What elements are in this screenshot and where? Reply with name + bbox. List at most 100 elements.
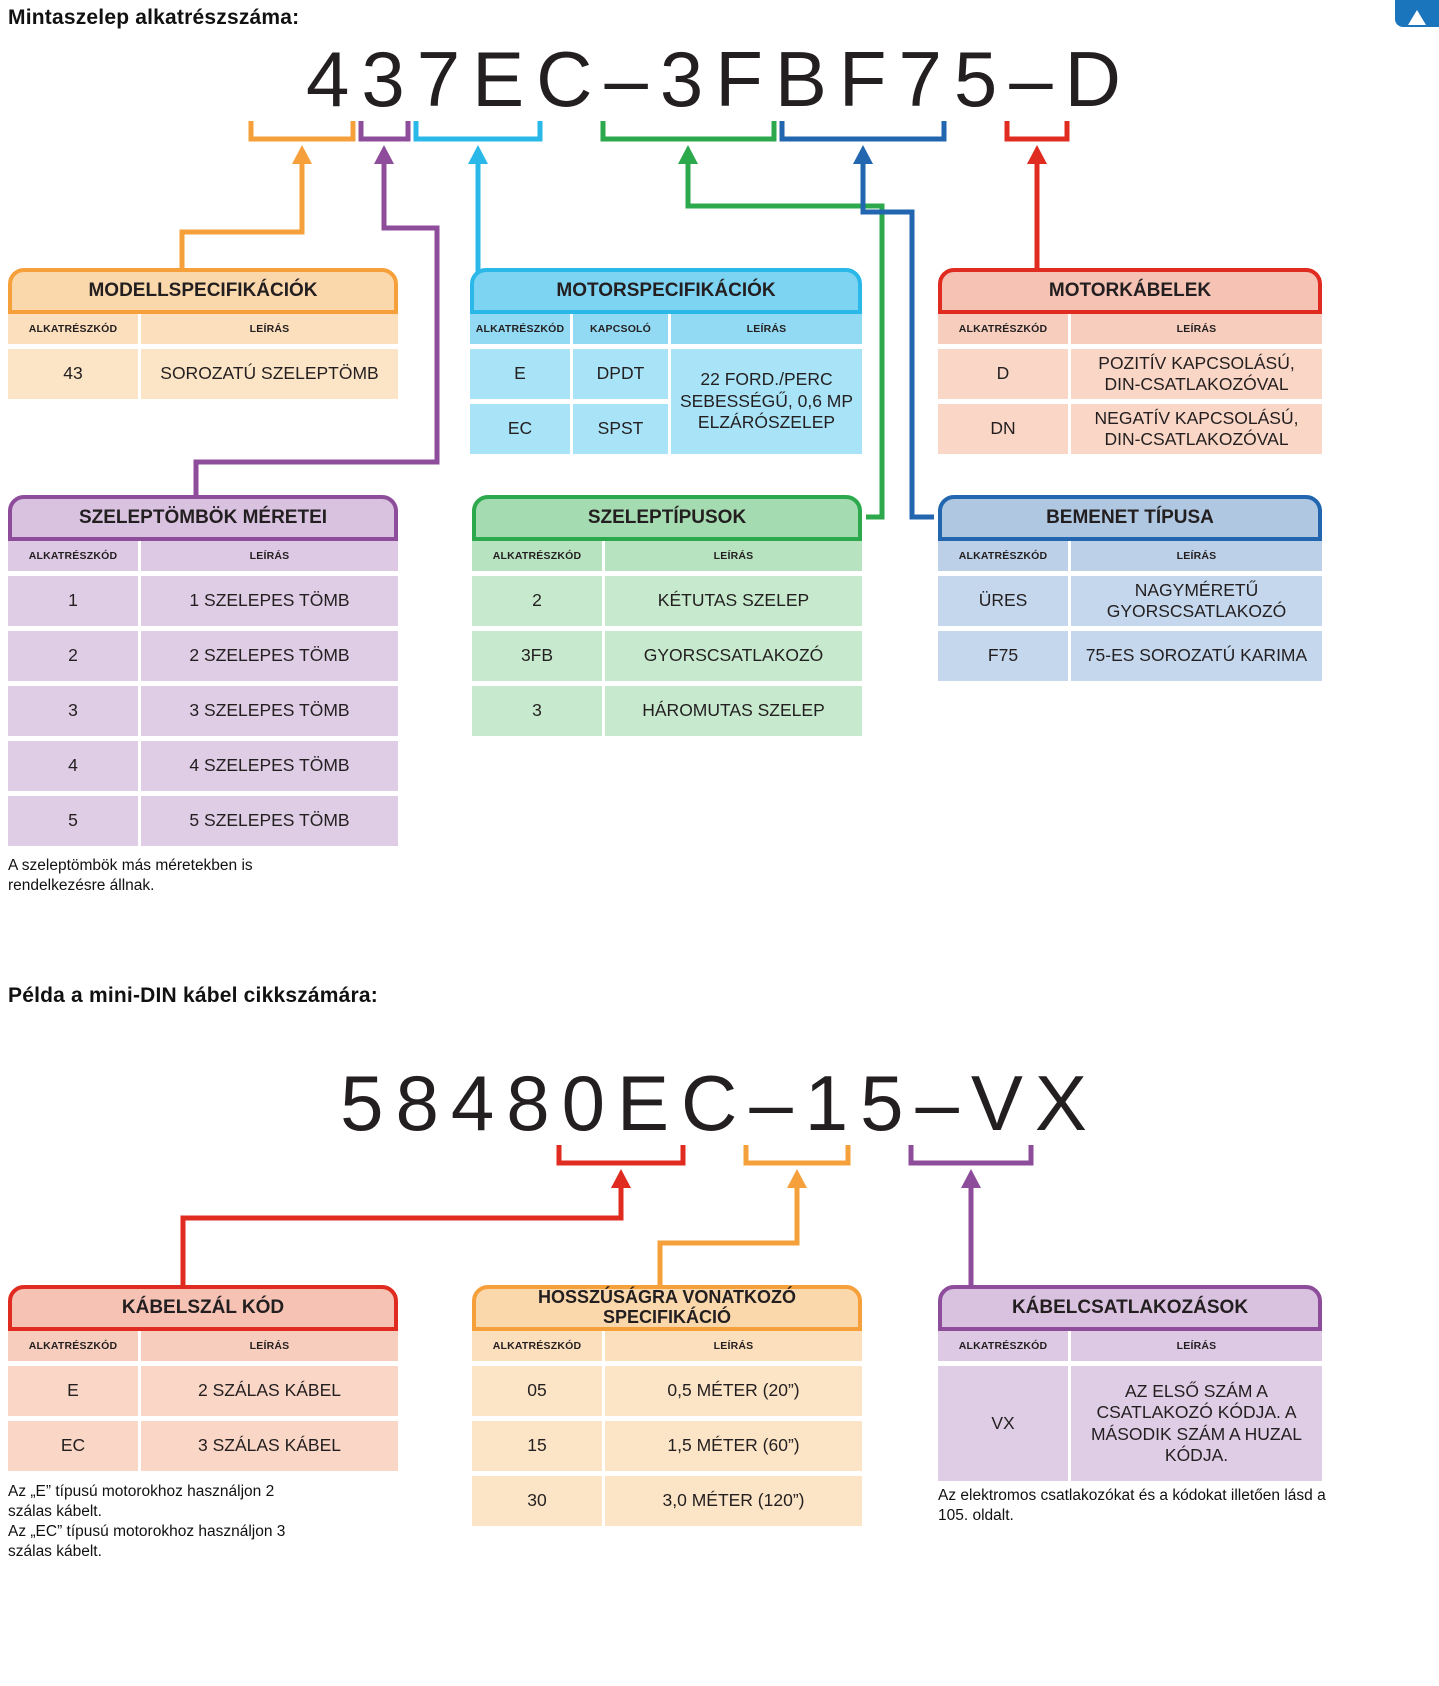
connector-EC2-szal: [180, 1184, 624, 1289]
cell-desc: 1 SZELEPES TÖMB: [141, 576, 398, 626]
column-header-desc: LEÍRÁS: [1071, 314, 1322, 344]
cell-code: EC: [8, 1421, 138, 1471]
corner-glyph-icon: [1408, 10, 1426, 25]
table-row: F75 75-ES SOROZATÚ KARIMA: [938, 631, 1322, 681]
cell-desc: SOROZATÚ SZELEPTÖMB: [141, 349, 398, 399]
cell-desc: KÉTUTAS SZELEP: [605, 576, 862, 626]
table-modellspecifikaciok: MODELLSPECIFIKÁCIÓK ALKATRÉSZKÓD LEÍRÁS …: [8, 268, 398, 399]
section2-heading: Példa a mini-DIN kábel cikkszámára:: [8, 984, 378, 1007]
column-header-desc: LEÍRÁS: [141, 314, 398, 344]
table-row: ÜRES NAGYMÉRETŰ GYORSCSATLAKOZÓ: [938, 576, 1322, 626]
column-header-desc: LEÍRÁS: [141, 541, 398, 571]
table-szeleptipusok: SZELEPTÍPUSOK ALKATRÉSZKÓD LEÍRÁS 2 KÉTU…: [472, 495, 862, 736]
table-title: MODELLSPECIFIKÁCIÓK: [8, 268, 398, 314]
column-header-desc: LEÍRÁS: [1071, 1331, 1322, 1361]
cell-code: 05: [472, 1366, 602, 1416]
note-line: Az „EC” típusú motorokhoz használjon 3 s…: [8, 1523, 286, 1561]
table-row: 30 3,0 MÉTER (120”): [472, 1476, 862, 1526]
table-row: 1 1 SZELEPES TÖMB: [8, 576, 398, 626]
table-row: 2 KÉTUTAS SZELEP: [472, 576, 862, 626]
table-row: E DPDT: [470, 349, 668, 399]
table-row: 4 4 SZELEPES TÖMB: [8, 741, 398, 791]
cable-part-number: 58480EC–15–VX: [340, 1059, 1099, 1147]
valve-part-number: 437EC–3FBF75–D: [305, 35, 1134, 123]
table-title: MOTORKÁBELEK: [938, 268, 1322, 314]
arrowhead-15: [787, 1169, 807, 1188]
arrowhead-EC2: [611, 1169, 631, 1188]
cell-desc: POZITÍV KAPCSOLÁSÚ, DIN-CSATLAKOZÓVAL: [1071, 349, 1322, 399]
table-row: 5 5 SZELEPES TÖMB: [8, 796, 398, 846]
cell-switch: DPDT: [573, 349, 668, 399]
cell-code: F75: [938, 631, 1068, 681]
arrowhead-EC: [468, 145, 488, 164]
column-header-desc: LEÍRÁS: [605, 541, 862, 571]
table-row: E 2 SZÁLAS KÁBEL: [8, 1366, 398, 1416]
cell-code: 43: [8, 349, 138, 399]
tombok-note: A szeleptömbök más méretekben is rendelk…: [8, 857, 253, 895]
cell-code: 30: [472, 1476, 602, 1526]
column-header-switch: KAPCSOLÓ: [573, 314, 668, 344]
table-title: SZELEPTÖMBÖK MÉRETEI: [8, 495, 398, 541]
table-body: E DPDT EC SPST 22 FORD./PERC SEBESSÉGŰ, …: [470, 349, 862, 454]
cell-code: 3FB: [472, 631, 602, 681]
table-row: 2 2 SZELEPES TÖMB: [8, 631, 398, 681]
table-title: SZELEPTÍPUSOK: [472, 495, 862, 541]
cell-desc: 4 SZELEPES TÖMB: [141, 741, 398, 791]
column-header-code: ALKATRÉSZKÓD: [938, 314, 1068, 344]
cell-desc: AZ ELSŐ SZÁM A CSATLAKOZÓ KÓDJA. A MÁSOD…: [1071, 1366, 1322, 1481]
cell-desc: HÁROMUTAS SZELEP: [605, 686, 862, 736]
column-header-desc: LEÍRÁS: [605, 1331, 862, 1361]
cell-merged-desc: 22 FORD./PERC SEBESSÉGŰ, 0,6 MP ELZÁRÓSZ…: [671, 349, 862, 454]
cell-code: 2: [8, 631, 138, 681]
column-header-code: ALKATRÉSZKÓD: [472, 1331, 602, 1361]
table-row: 3 3 SZELEPES TÖMB: [8, 686, 398, 736]
column-header-code: ALKATRÉSZKÓD: [938, 1331, 1068, 1361]
table-title: KÁBELCSATLAKOZÁSOK: [938, 1285, 1322, 1331]
cell-desc: GYORSCSATLAKOZÓ: [605, 631, 862, 681]
cell-code: 5: [8, 796, 138, 846]
cell-desc: 75-ES SOROZATÚ KARIMA: [1071, 631, 1322, 681]
arrowhead-7: [374, 145, 394, 164]
column-header-code: ALKATRÉSZKÓD: [472, 541, 602, 571]
cell-desc: 3,0 MÉTER (120”): [605, 1476, 862, 1526]
table-motorspecifikaciok: MOTORSPECIFIKÁCIÓK ALKATRÉSZKÓD KAPCSOLÓ…: [470, 268, 862, 454]
cell-desc: 5 SZELEPES TÖMB: [141, 796, 398, 846]
column-header-code: ALKATRÉSZKÓD: [8, 314, 138, 344]
cell-code: VX: [938, 1366, 1068, 1481]
cell-desc: 2 SZELEPES TÖMB: [141, 631, 398, 681]
corner-page-icon: [1395, 0, 1439, 27]
table-row: 05 0,5 MÉTER (20”): [472, 1366, 862, 1416]
cell-desc: 2 SZÁLAS KÁBEL: [141, 1366, 398, 1416]
cell-desc: 3 SZÁLAS KÁBEL: [141, 1421, 398, 1471]
arrowhead-3FB: [678, 145, 698, 164]
table-title: KÁBELSZÁL KÓD: [8, 1285, 398, 1331]
cell-desc: 1,5 MÉTER (60”): [605, 1421, 862, 1471]
connector-15-hossz: [657, 1184, 800, 1289]
table-title: HOSSZÚSÁGRA VONATKOZÓ SPECIFIKÁCIÓ: [472, 1285, 862, 1331]
connector-43-modell: [179, 160, 305, 272]
table-row: DN NEGATÍV KAPCSOLÁSÚ, DIN-CSATLAKOZÓVAL: [938, 404, 1322, 454]
table-row: EC 3 SZÁLAS KÁBEL: [8, 1421, 398, 1471]
table-row: 3FB GYORSCSATLAKOZÓ: [472, 631, 862, 681]
column-header-desc: LEÍRÁS: [671, 314, 862, 344]
table-title: BEMENET TÍPUSA: [938, 495, 1322, 541]
table-kabelcsatlakozasok: KÁBELCSATLAKOZÁSOK ALKATRÉSZKÓD LEÍRÁS V…: [938, 1285, 1322, 1481]
cell-code: 15: [472, 1421, 602, 1471]
cell-code: E: [8, 1366, 138, 1416]
table-row: VX AZ ELSŐ SZÁM A CSATLAKOZÓ KÓDJA. A MÁ…: [938, 1366, 1322, 1481]
cell-desc: NEGATÍV KAPCSOLÁSÚ, DIN-CSATLAKOZÓVAL: [1071, 404, 1322, 454]
table-motorkabelek: MOTORKÁBELEK ALKATRÉSZKÓD LEÍRÁS D POZIT…: [938, 268, 1322, 454]
connector-F75-bemenet: [860, 160, 934, 520]
section1-heading: Mintaszelep alkatrészszáma:: [8, 6, 300, 29]
column-header-code: ALKATRÉSZKÓD: [8, 1331, 138, 1361]
table-row: 15 1,5 MÉTER (60”): [472, 1421, 862, 1471]
table-row: D POZITÍV KAPCSOLÁSÚ, DIN-CSATLAKOZÓVAL: [938, 349, 1322, 399]
table-bemenet-tipusa: BEMENET TÍPUSA ALKATRÉSZKÓD LEÍRÁS ÜRES …: [938, 495, 1322, 681]
cell-code: DN: [938, 404, 1068, 454]
column-header-desc: LEÍRÁS: [141, 1331, 398, 1361]
table-row: 3 HÁROMUTAS SZELEP: [472, 686, 862, 736]
table-row: EC SPST: [470, 404, 668, 454]
cell-code: D: [938, 349, 1068, 399]
cell-code: ÜRES: [938, 576, 1068, 626]
